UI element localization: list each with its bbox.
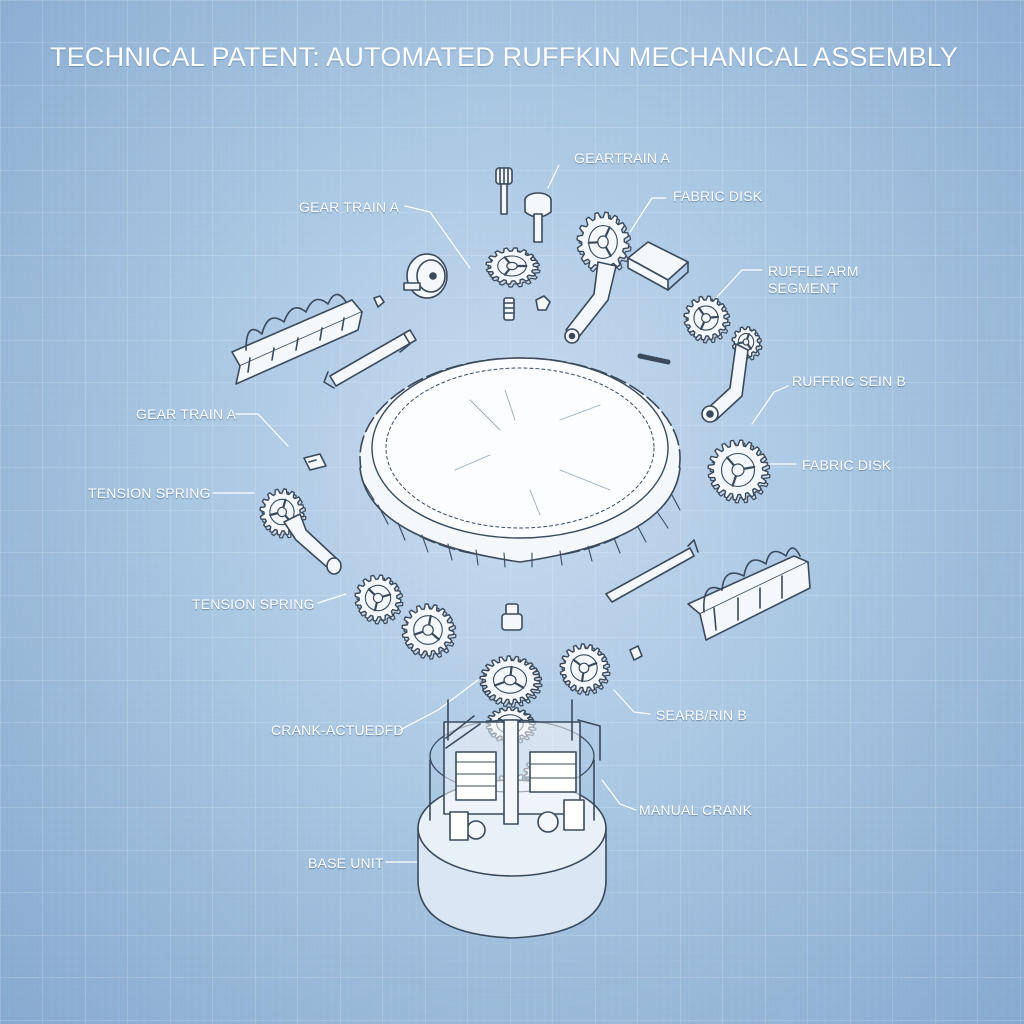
leader-line — [613, 689, 651, 715]
label-base-unit: BASE UNIT — [308, 855, 384, 871]
page-title: TECHNICAL PATENT: AUTOMATED RUFFKIN MECH… — [50, 42, 959, 72]
leader-line — [715, 269, 763, 299]
ruffle-pleat-bar-left — [231, 293, 363, 385]
leader-line — [399, 679, 479, 731]
leader-lines — [212, 164, 797, 863]
hub-disk-part — [403, 253, 448, 299]
gear-part — [401, 603, 457, 660]
handle-rod-left — [323, 329, 417, 389]
leader-line — [317, 593, 347, 604]
gear-part — [479, 655, 543, 708]
gear-part — [576, 211, 632, 276]
label-tension-spring-low: TENSION SPRING — [192, 596, 315, 612]
gear-part — [683, 295, 731, 344]
handle-rod-right — [605, 539, 699, 603]
label-ruffle-arm-segment: RUFFLE ARM SEGMENT — [768, 263, 859, 296]
label-searb-rin-b: SEARB/RIN B — [656, 707, 747, 723]
spring-part-top — [503, 297, 515, 321]
small-block-left — [303, 453, 327, 471]
gear-part — [354, 574, 404, 625]
label-gear-train-a-left: GEAR TRAIN A — [299, 199, 400, 215]
gear-part — [485, 247, 541, 288]
ruffle-arm-right — [701, 343, 749, 423]
label-fabric-disk-top: FABRIC DISK — [673, 188, 763, 204]
label-fabric-disk-right: FABRIC DISK — [802, 457, 892, 473]
ruffle-pleat-bar-right — [687, 547, 811, 641]
label-gear-train-a-mid: GEAR TRAIN A — [136, 406, 237, 422]
leader-line — [629, 197, 667, 233]
bushing-part — [524, 192, 552, 243]
base-unit — [417, 699, 607, 939]
thumb-screw-part — [495, 167, 513, 215]
tension-arm-left — [283, 513, 342, 575]
ruffle-arm-top — [564, 261, 617, 344]
leader-line — [751, 385, 789, 425]
leader-line — [547, 164, 560, 189]
label-gear-train-a-top: GEARTRAIN A — [574, 150, 671, 166]
gear-part — [707, 439, 771, 504]
leader-line — [601, 779, 637, 811]
label-manual-crank: MANUAL CRANK — [639, 802, 753, 818]
spring-coil-right — [637, 353, 671, 365]
leader-line — [404, 205, 471, 269]
small-nut-part — [373, 295, 551, 311]
leader-line — [235, 413, 289, 447]
central-fabric-disk — [359, 357, 681, 568]
label-ruffric-sein-b: RUFFRIC SEIN B — [792, 373, 907, 389]
small-pin-lower — [501, 603, 643, 661]
label-crank-actuated: CRANK-ACTUEDFD — [271, 722, 404, 738]
label-tension-spring-left: TENSION SPRING — [88, 485, 211, 501]
fabric-block-top — [627, 241, 689, 291]
gear-part — [559, 643, 611, 696]
